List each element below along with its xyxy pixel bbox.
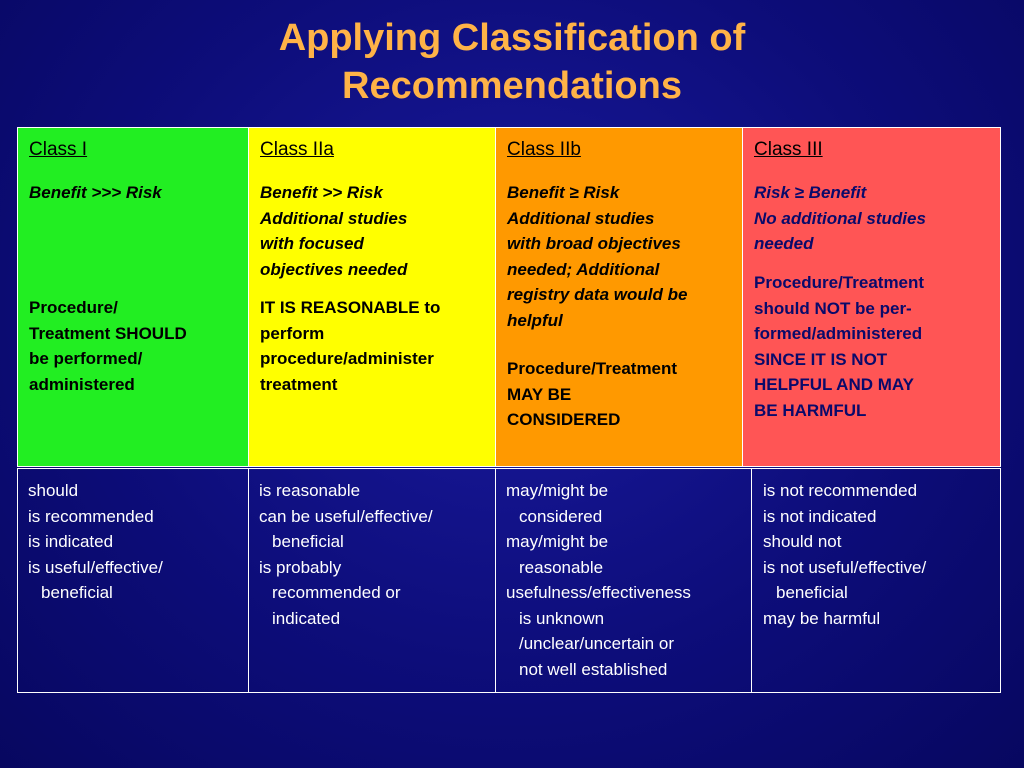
phrase: reasonable — [519, 557, 604, 577]
phrase: is probably — [259, 557, 342, 577]
phrase: is not useful/effective/ — [763, 557, 927, 577]
phrase: should — [28, 481, 79, 500]
phrase: beneficial — [272, 532, 344, 551]
phrase: is recommended — [28, 506, 154, 526]
phrase: is not indicated — [763, 506, 877, 526]
phrase: is reasonable — [259, 481, 361, 500]
class-iii-phrases: is not recommended is not indicated shou… — [752, 469, 1000, 692]
phrase: not well established — [519, 659, 668, 679]
class-i-cell: Class I Benefit >>> Risk Procedure/ Trea… — [18, 128, 249, 466]
class-iii-recommendation: Procedure/Treatment should NOT be per- f… — [754, 273, 925, 420]
class-iib-benefit: Benefit ≥ Risk Additional studies with b… — [507, 183, 688, 330]
class-i-recommendation: Procedure/ Treatment SHOULD be performed… — [29, 298, 187, 394]
class-iib-cell: Class IIb Benefit ≥ Risk Additional stud… — [496, 128, 743, 466]
class-iib-phrases: may/might be considered may/might be rea… — [496, 469, 752, 692]
class-iia-cell: Class IIa Benefit >> Risk Additional stu… — [249, 128, 496, 466]
class-iii-heading: Class III — [754, 139, 823, 160]
class-iii-cell: Class III Risk ≥ Benefit No additional s… — [743, 128, 1000, 466]
phrase: may/might be — [506, 532, 609, 551]
phrase: considered — [519, 506, 603, 526]
class-iib-recommendation: Procedure/Treatment MAY BE CONSIDERED — [507, 359, 678, 429]
phrase: can be useful/effective/ — [259, 506, 433, 526]
phrase: may be harmful — [763, 608, 881, 628]
slide-title-line-1: Applying Classification of — [278, 17, 746, 59]
phrase: indicated — [272, 608, 341, 628]
class-iii-benefit: Risk ≥ Benefit No additional studies nee… — [754, 183, 926, 253]
slide-title: Applying Classification of Recommendatio… — [0, 14, 1024, 110]
phrase: beneficial — [776, 583, 848, 602]
class-iib-heading: Class IIb — [507, 139, 581, 160]
phrase: is not recommended — [763, 481, 918, 500]
slide-title-line-2: Recommendations — [342, 65, 682, 107]
phrases-row: should is recommended is indicated is us… — [17, 468, 1001, 693]
class-iia-benefit: Benefit >> Risk Additional studies with … — [260, 183, 408, 279]
class-iia-heading: Class IIa — [260, 139, 334, 160]
phrase: recommended or — [272, 583, 401, 602]
phrase: is indicated — [28, 532, 114, 551]
phrase: is unknown — [519, 608, 605, 628]
phrase: usefulness/effectiveness — [506, 583, 691, 602]
class-iia-recommendation: IT IS REASONABLE to perform procedure/ad… — [260, 298, 441, 394]
class-i-benefit: Benefit >>> Risk — [29, 183, 162, 202]
phrase: should not — [763, 532, 842, 551]
class-iia-phrases: is reasonable can be useful/effective/ b… — [249, 469, 496, 692]
class-i-heading: Class I — [29, 139, 88, 160]
phrase: beneficial — [41, 583, 113, 602]
phrase: is useful/effective/ — [28, 557, 163, 577]
classification-row: Class I Benefit >>> Risk Procedure/ Trea… — [17, 127, 1001, 467]
phrase: may/might be — [506, 481, 609, 500]
class-i-phrases: should is recommended is indicated is us… — [18, 469, 249, 692]
phrase: /unclear/uncertain or — [519, 634, 674, 653]
